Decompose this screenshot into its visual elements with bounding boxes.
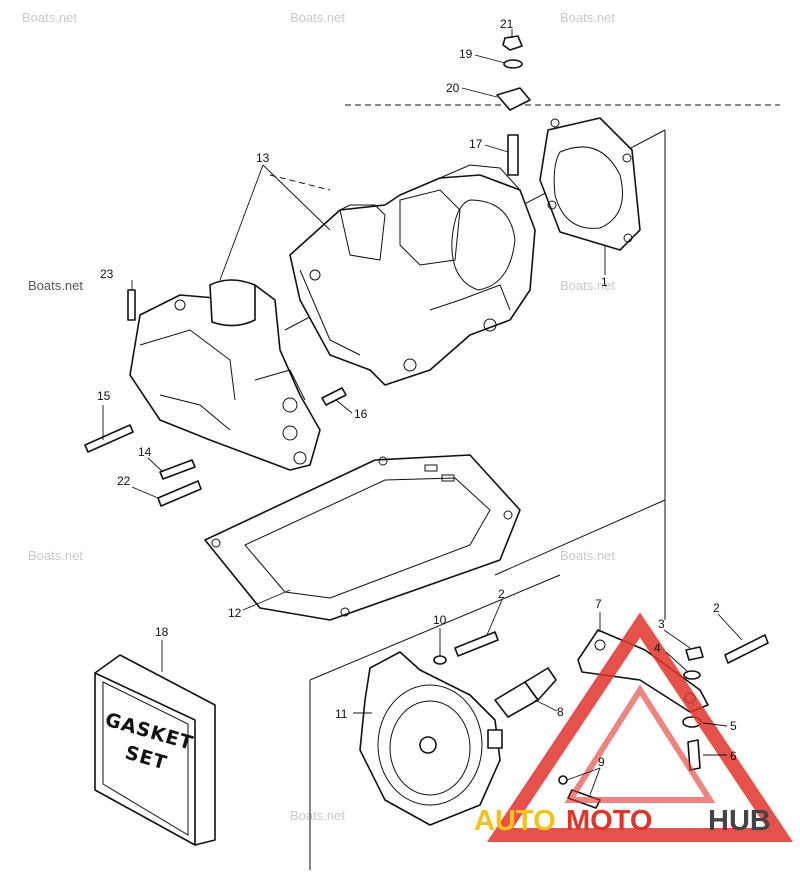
cover-housing bbox=[359, 651, 503, 826]
watermark-8: Boats.net bbox=[560, 548, 615, 563]
callout-20: 20 bbox=[446, 81, 460, 95]
leader-lines bbox=[102, 29, 743, 796]
washer-10 bbox=[433, 655, 447, 665]
bolt-15 bbox=[84, 424, 134, 453]
callout-19: 19 bbox=[459, 47, 473, 61]
callout-7: 7 bbox=[595, 597, 602, 611]
sensor bbox=[494, 667, 557, 718]
callout-12: 12 bbox=[228, 606, 242, 620]
nut-21 bbox=[502, 35, 523, 51]
bolt-2b bbox=[724, 634, 769, 664]
callout-10: 10 bbox=[433, 613, 447, 627]
callout-8: 8 bbox=[557, 705, 564, 719]
callout-1: 1 bbox=[601, 275, 608, 289]
callout-21: 21 bbox=[500, 17, 514, 31]
callout-23: 23 bbox=[100, 267, 114, 281]
nut-3 bbox=[685, 646, 704, 661]
screw-23 bbox=[127, 289, 136, 321]
logo-triangle bbox=[486, 612, 794, 842]
watermark-5: Boats.net bbox=[560, 278, 615, 293]
callout-15: 15 bbox=[97, 389, 111, 403]
screw-14 bbox=[159, 459, 196, 480]
logo-moto: MOTO bbox=[566, 805, 652, 837]
callout-11: 11 bbox=[335, 707, 348, 721]
watermark-6: Boats.net bbox=[28, 548, 83, 563]
callout-18: 18 bbox=[155, 625, 169, 639]
screw-6 bbox=[687, 739, 701, 771]
adapter-housing bbox=[129, 279, 321, 471]
callout-2b: 2 bbox=[713, 601, 720, 615]
watermark-9: Boats.net bbox=[290, 808, 345, 823]
cylinder-block bbox=[289, 164, 536, 386]
gasket-set-box: GASKET SET bbox=[94, 654, 216, 846]
watermark-3: Boats.net bbox=[560, 10, 615, 25]
dowel-16 bbox=[321, 387, 347, 406]
clip-20 bbox=[496, 87, 531, 111]
callouts: 21 19 20 17 1 13 23 15 14 22 16 12 18 10… bbox=[97, 17, 737, 769]
fasteners bbox=[84, 35, 531, 507]
callout-2a: 2 bbox=[498, 587, 505, 601]
logo-hub: HUB bbox=[708, 805, 771, 837]
callout-17: 17 bbox=[469, 137, 483, 151]
washer-4 bbox=[683, 670, 701, 680]
callout-22: 22 bbox=[117, 474, 131, 488]
autmotohub-logo: AUTO MOTO HUB bbox=[474, 612, 794, 842]
callout-13: 13 bbox=[256, 151, 270, 165]
cylinder-gasket bbox=[539, 117, 641, 251]
callout-14: 14 bbox=[138, 445, 152, 459]
watermark-1: Boats.net bbox=[22, 10, 77, 25]
stud-17 bbox=[507, 134, 519, 176]
callout-6: 6 bbox=[730, 749, 737, 763]
watermark-4: Boats.net bbox=[28, 278, 83, 293]
cover-fitting bbox=[487, 729, 503, 749]
washer-9 bbox=[558, 775, 568, 785]
callout-5: 5 bbox=[730, 719, 737, 733]
bolt-2a bbox=[454, 631, 499, 657]
callout-4: 4 bbox=[654, 641, 661, 655]
logo-auto: AUTO bbox=[474, 805, 556, 837]
watermark-2: Boats.net bbox=[290, 10, 345, 25]
callout-3: 3 bbox=[658, 617, 665, 631]
washer-19 bbox=[503, 59, 523, 69]
base-gasket bbox=[204, 454, 521, 621]
callout-9: 9 bbox=[598, 755, 605, 769]
callout-16: 16 bbox=[354, 407, 368, 421]
screw-22 bbox=[157, 480, 202, 507]
